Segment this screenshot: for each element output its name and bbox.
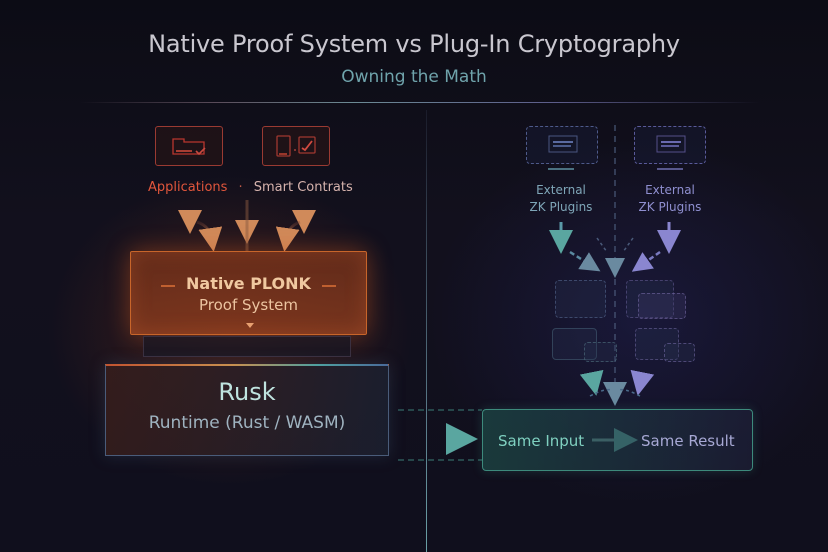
plugin-block [638, 293, 686, 319]
same-input-same-result-box: Same Input Same Result [482, 409, 753, 471]
runtime-title: Rusk [218, 378, 276, 406]
same-input-label: Same Input [498, 432, 585, 450]
plugin-block [555, 280, 606, 318]
plugin-block [635, 328, 679, 360]
application-window-icon [172, 138, 206, 156]
proof-system-title: Native PLONK [186, 274, 311, 293]
runtime-subtitle: Runtime (Rust / WASM) [148, 413, 346, 433]
plugin-block [664, 343, 695, 362]
monitor-icon [656, 135, 686, 153]
plugin-1-icon-box [526, 126, 598, 164]
plugin-block [552, 328, 597, 360]
plugin-2-underline [657, 168, 683, 170]
header-divider [80, 102, 760, 103]
rusk-runtime-box: Rusk Runtime (Rust / WASM) [105, 364, 389, 456]
page-subtitle: Owning the Math [341, 67, 487, 87]
plugin-2-icon-box [634, 126, 706, 164]
plugin-2-label: External ZK Plugins [625, 182, 715, 216]
plugin-1-label: External ZK Plugins [516, 182, 606, 216]
monitor-icon [548, 135, 578, 153]
applications-icon-box [155, 126, 223, 166]
plugin-1-label-line2: ZK Plugins [529, 200, 593, 214]
proof-system-subtitle: Proof System [199, 296, 298, 314]
input-labels: Applications · Smart Contrats [148, 176, 353, 195]
label-separator: · [238, 180, 243, 195]
smart-contracts-icon-box [262, 126, 330, 166]
panel-divider [426, 110, 427, 552]
proof-system-base-layer [143, 336, 351, 357]
accent-dash-left [161, 285, 175, 287]
plugin-block [626, 280, 674, 318]
smart-contracts-label: Smart Contrats [253, 180, 353, 195]
accent-dash-right [322, 285, 336, 287]
page-title: Native Proof System vs Plug-In Cryptogra… [148, 30, 680, 58]
arrow-contracts-curve [275, 220, 301, 252]
plugin-2-label-line1: External [645, 183, 695, 197]
plugin-1-label-line1: External [536, 183, 586, 197]
input-arrows [178, 196, 316, 252]
plugin-1-underline [548, 168, 574, 170]
plugin-flow [549, 125, 681, 406]
arrow-applications-curve [196, 220, 223, 252]
smart-contract-check-icon [276, 135, 316, 157]
plugin-block [584, 342, 617, 362]
same-result-label: Same Result [641, 432, 735, 450]
triangle-down-icon [246, 323, 254, 328]
runtime-to-result-arrow [398, 409, 482, 461]
plugin-2-label-line2: ZK Plugins [638, 200, 702, 214]
native-plonk-proof-system-box: Native PLONK Proof System [130, 251, 367, 335]
applications-label: Applications [148, 180, 228, 195]
